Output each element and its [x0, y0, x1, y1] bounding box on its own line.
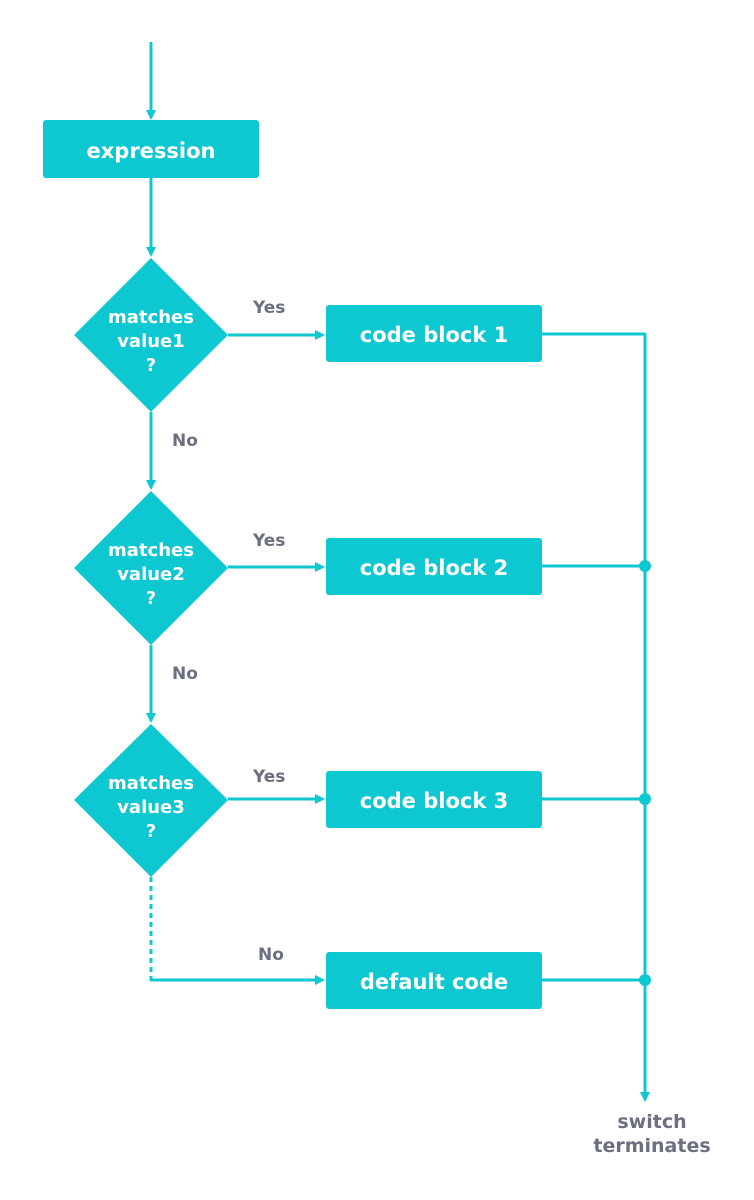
decision-1-line1: matches — [108, 307, 194, 328]
no-label-1: No — [172, 431, 198, 451]
decision-3-line3: ? — [146, 821, 156, 842]
yes-label-1: Yes — [252, 298, 285, 318]
expression-label: expression — [87, 139, 216, 163]
default-code-node: default code — [326, 952, 542, 1009]
yes-label-2: Yes — [252, 531, 285, 551]
code-block-3-node: code block 3 — [326, 771, 542, 828]
decision-2-line1: matches — [108, 540, 194, 561]
end-label-line2: terminates — [593, 1135, 710, 1157]
end-label-line1: switch — [617, 1111, 686, 1133]
decision-3-line1: matches — [108, 773, 194, 794]
code-block-1-node: code block 1 — [326, 305, 542, 362]
decision-3-line2: value3 — [117, 797, 185, 818]
decision-2-line2: value2 — [117, 564, 185, 585]
no-label-3: No — [258, 945, 284, 965]
junction-dot-3 — [639, 793, 651, 805]
junction-dot-2 — [639, 560, 651, 572]
decision-2: matches value2 ? — [74, 491, 228, 645]
expression-node: expression — [43, 120, 259, 178]
decision-1-line2: value1 — [117, 331, 185, 352]
junction-dot-default — [639, 974, 651, 986]
code-block-3-label: code block 3 — [360, 789, 508, 813]
yes-label-3: Yes — [252, 767, 285, 787]
decision-3: matches value3 ? — [74, 724, 228, 877]
default-code-label: default code — [360, 970, 508, 994]
decision-1-line3: ? — [146, 355, 156, 376]
code-block-2-node: code block 2 — [326, 538, 542, 595]
code-block-2-label: code block 2 — [360, 556, 508, 580]
code-block-1-label: code block 1 — [360, 323, 508, 347]
no-label-2: No — [172, 664, 198, 684]
decision-1: matches value1 ? — [74, 258, 228, 412]
decision-2-line3: ? — [146, 588, 156, 609]
